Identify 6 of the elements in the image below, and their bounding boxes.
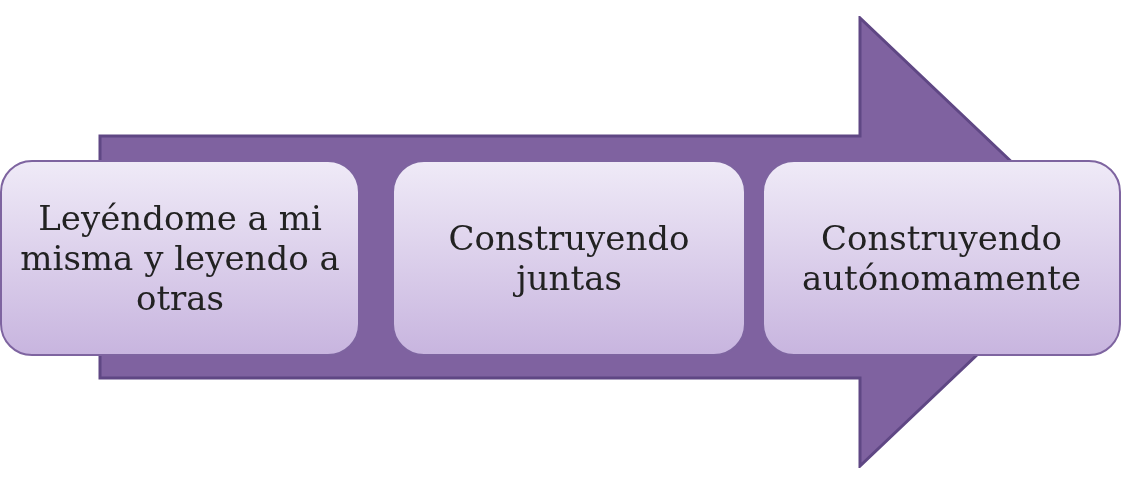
step-text: Construyendo autónomamente — [800, 218, 1083, 298]
step-text: Leyéndome a mi misma y leyendo a otras — [19, 198, 341, 318]
step-text: Construyendo juntas — [447, 218, 691, 298]
step-box — [762, 160, 1121, 356]
step-box — [392, 160, 746, 356]
step-box — [0, 160, 360, 356]
